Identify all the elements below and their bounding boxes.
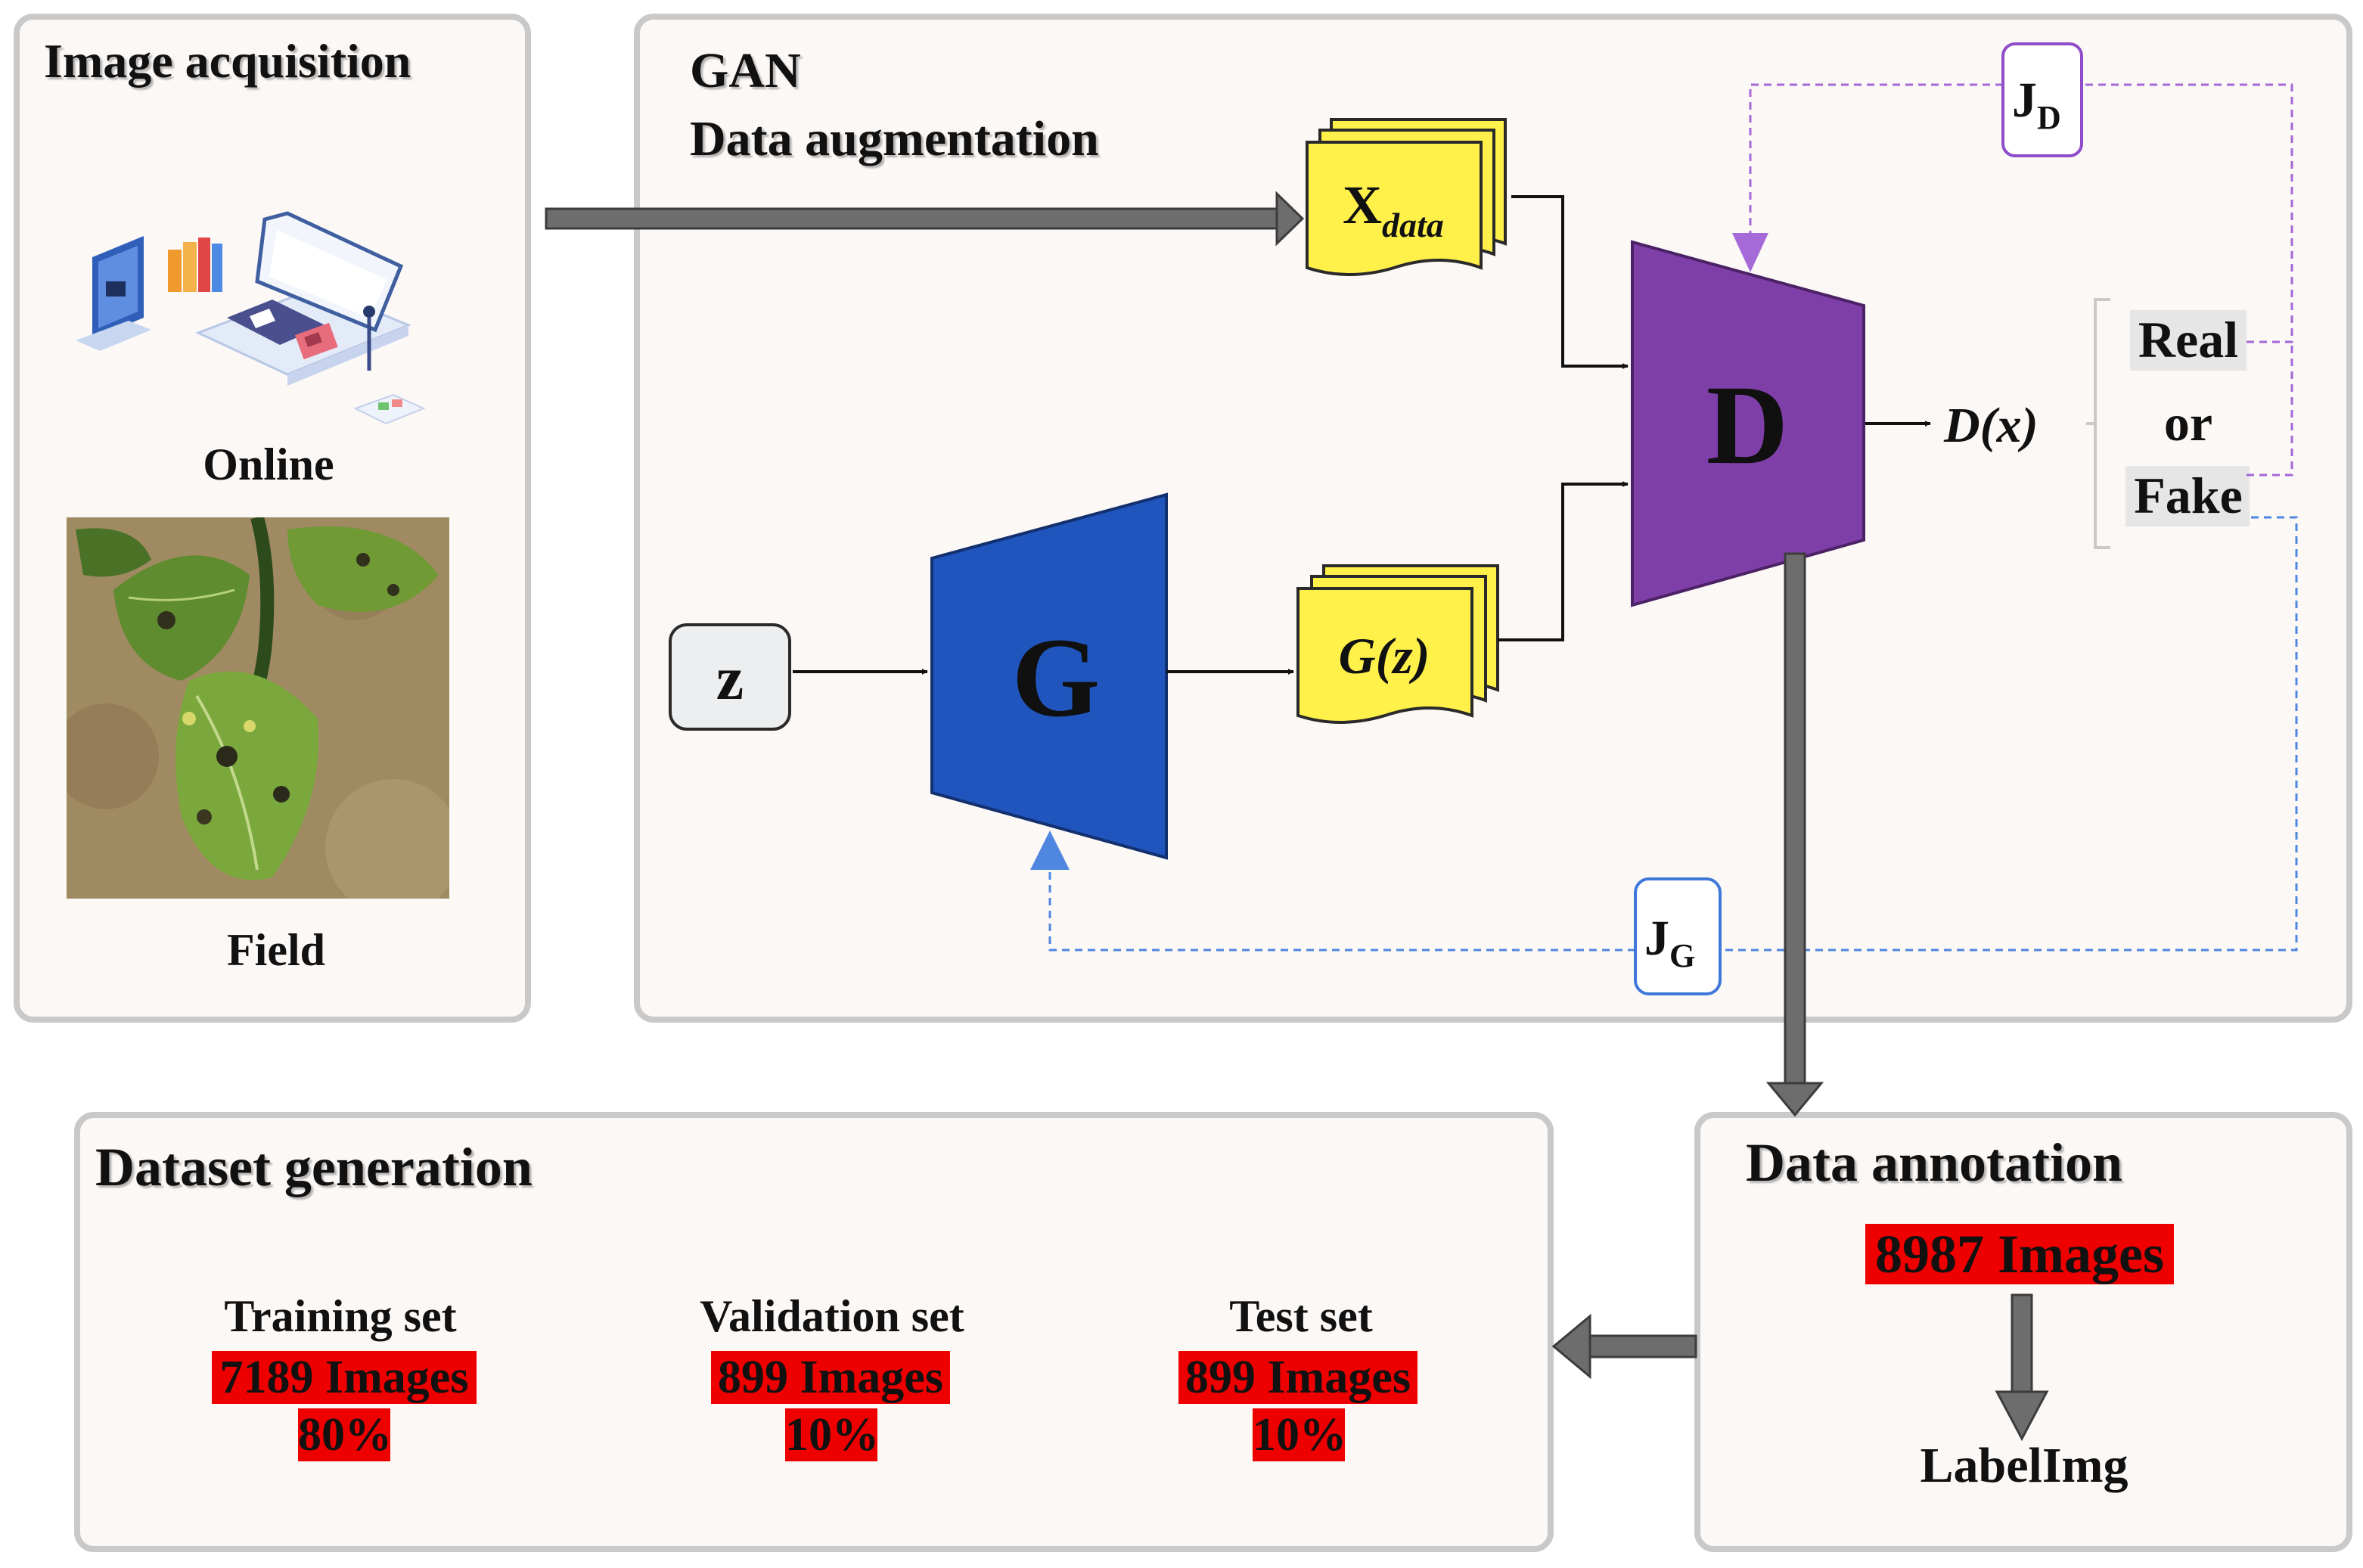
discriminator-output-label: D(x) bbox=[1943, 398, 2039, 453]
image-acquisition-title: Image acquisition bbox=[44, 34, 411, 88]
real-data-document: Xdata bbox=[1306, 118, 1507, 276]
leaf-field-photo bbox=[67, 517, 449, 899]
generator-block: G bbox=[930, 492, 1168, 860]
discriminator-loss-feedback: JD bbox=[1732, 42, 2293, 477]
gan-subtitle: Data augmentation bbox=[690, 111, 1099, 166]
discriminator-block: D bbox=[1631, 240, 1865, 607]
validation-set-percent: 10% bbox=[785, 1408, 879, 1461]
noise-input-box: z bbox=[669, 623, 791, 731]
decision-or-label: or bbox=[2164, 394, 2212, 452]
gan-title: GAN bbox=[690, 43, 801, 98]
validation-set-count: 899 Images bbox=[711, 1351, 950, 1404]
discriminator-label: D bbox=[1706, 362, 1788, 488]
training-set-count: 7189 Images bbox=[212, 1351, 477, 1404]
loss-d-label: JD bbox=[2012, 73, 2061, 136]
training-set-label: Training set bbox=[224, 1291, 457, 1341]
decision-fake-label: Fake bbox=[2134, 467, 2243, 524]
annotation-to-dataset-arrow bbox=[1551, 1313, 1697, 1380]
dataset-generation-title: Dataset generation bbox=[95, 1137, 533, 1197]
gz-to-discriminator-arrow bbox=[1498, 481, 1629, 641]
labelimg-tool-label: LabelImg bbox=[1920, 1438, 2129, 1493]
loss-g-label: JG bbox=[1644, 911, 1695, 974]
generator-label: G bbox=[1012, 615, 1101, 741]
real-data-label: Xdata bbox=[1343, 175, 1444, 244]
online-learning-illustration-icon bbox=[76, 211, 426, 425]
field-label: Field bbox=[227, 925, 325, 975]
online-label: Online bbox=[203, 439, 334, 489]
decision-real-label: Real bbox=[2138, 311, 2238, 368]
test-set-percent: 10% bbox=[1253, 1408, 1346, 1461]
annotation-image-count: 8987 Images bbox=[1865, 1224, 2174, 1284]
annotation-count-to-labelimg-arrow bbox=[1995, 1293, 2049, 1442]
decision-group: Real or Fake bbox=[2086, 298, 2250, 549]
xdata-to-discriminator-arrow bbox=[1511, 195, 1629, 369]
acquisition-to-gan-arrow bbox=[545, 191, 1305, 247]
generator-loss-feedback: JG bbox=[1030, 516, 2298, 995]
dataset-generation-panel bbox=[74, 1112, 1554, 1552]
validation-set-label: Validation set bbox=[700, 1291, 964, 1341]
data-annotation-title: Data annotation bbox=[1746, 1132, 2123, 1193]
gan-to-annotation-arrow bbox=[1765, 552, 1824, 1117]
training-set-percent: 80% bbox=[298, 1408, 392, 1461]
generated-data-document: G(z) bbox=[1296, 564, 1499, 724]
generated-data-label: G(z) bbox=[1339, 627, 1430, 685]
test-set-count: 899 Images bbox=[1178, 1351, 1417, 1404]
noise-label: z bbox=[716, 644, 744, 713]
test-set-label: Test set bbox=[1229, 1291, 1373, 1341]
